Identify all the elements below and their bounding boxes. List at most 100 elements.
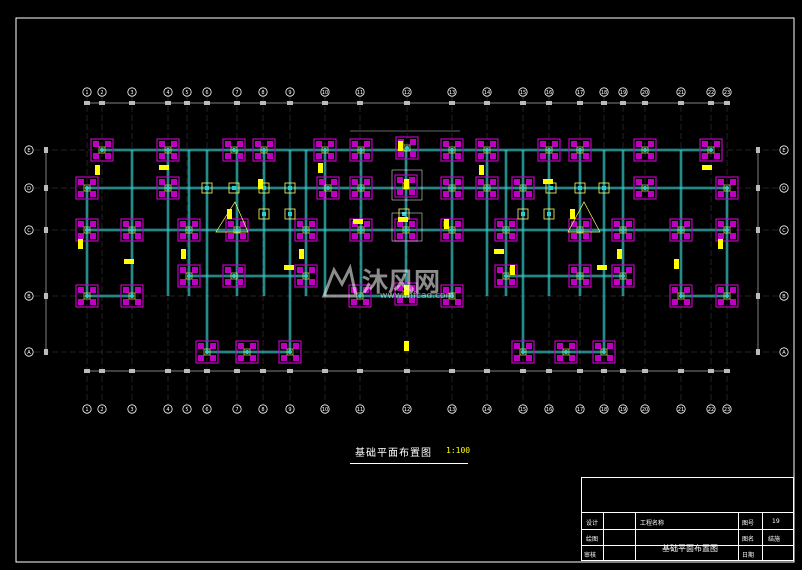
column-section [324,184,332,192]
column-section [185,272,193,280]
dimension-tick [449,369,455,373]
footing-pile [626,221,632,227]
axis-bubble [97,404,107,414]
column-marker [444,219,449,229]
stair-outline [215,201,249,233]
dimension-tick [708,369,714,373]
footing-pile [397,285,403,291]
footing-center [709,148,713,152]
column-footing [394,282,418,306]
footing-pile [672,299,678,305]
footing-pile [93,141,99,147]
small-footing [228,182,240,194]
footing-pile [409,189,415,195]
footing-pile [718,191,724,197]
footing-pile [237,267,243,273]
footing-pile [718,179,724,185]
footing-center [205,350,209,354]
footing-center [130,228,134,232]
drawing-title: 基础平面布置图 [355,448,432,459]
axis-bubble [355,87,365,97]
column-marker [702,165,712,170]
footing-pile [571,279,577,285]
footing-pile [455,141,461,147]
column-marker [404,285,409,295]
dimension-tick [84,369,90,373]
column-footing [568,138,592,162]
axis-number: 14 [484,90,490,96]
footing-center [235,228,239,232]
column-section [502,272,510,280]
axis-bubble [127,404,137,414]
footing-pile [364,221,370,227]
column-footing [294,264,318,288]
axis-letter: D [782,186,786,192]
footing-pile [443,153,449,159]
axis-bubble [163,404,173,414]
dimension-tick [678,101,684,105]
axis-number: 11 [357,90,363,96]
axis-number: 14 [484,407,490,413]
small-footing [543,208,555,220]
column-footing [75,176,99,200]
column-footing [475,138,499,162]
footing-pile [237,153,243,159]
column-section [357,226,365,234]
footing-pile [583,267,589,273]
footing-pile [595,343,601,349]
footing-pile [514,343,520,349]
column-footing [633,176,657,200]
column-section [286,348,294,356]
column-footing [715,218,739,242]
column-section [723,292,731,300]
column-footing [156,176,180,200]
axis-letter: C [782,228,786,234]
column-footing [316,176,340,200]
footing-center [485,186,489,190]
column-section [203,348,211,356]
footing-pile [730,287,736,293]
dimension-tick [322,369,328,373]
footing-pile [718,233,724,239]
footing-pile [583,141,589,147]
footing-pile [316,153,322,159]
footing-center [450,228,454,232]
footing-center [725,294,729,298]
footing-pile [78,179,84,185]
column-section [723,184,731,192]
column-marker [543,179,553,184]
column-marker [617,249,622,259]
footing-pile [78,299,84,305]
column-footing [394,174,418,198]
column-section [723,226,731,234]
dimension-tick [287,369,293,373]
footing-pile [614,221,620,227]
column-marker [159,165,169,170]
footing-pile [455,179,461,185]
axis-number: 23 [724,407,730,413]
dimension-tick [756,147,760,153]
footing-pile [237,141,243,147]
tb-design-label: 设计 [586,520,599,527]
footing-pile [352,179,358,185]
axis-bubble [618,404,628,414]
axis-number: 18 [601,90,607,96]
axis-bubble [779,145,789,155]
column-section [357,146,365,154]
axis-letter: E [782,148,785,154]
small-footing [517,208,529,220]
footing-pile [490,141,496,147]
footing-pile [328,141,334,147]
column-section [545,146,553,154]
footing-center [578,228,582,232]
footing-pile [240,221,246,227]
tb-check-label: 审核 [584,552,597,559]
axis-bubble [320,404,330,414]
column-footing [120,218,144,242]
footing-center [358,294,362,298]
axis-bubble [285,87,295,97]
axis-number: 6 [205,90,208,96]
column-marker [78,239,83,249]
title-underline [350,463,468,464]
dimension-tick [577,101,583,105]
